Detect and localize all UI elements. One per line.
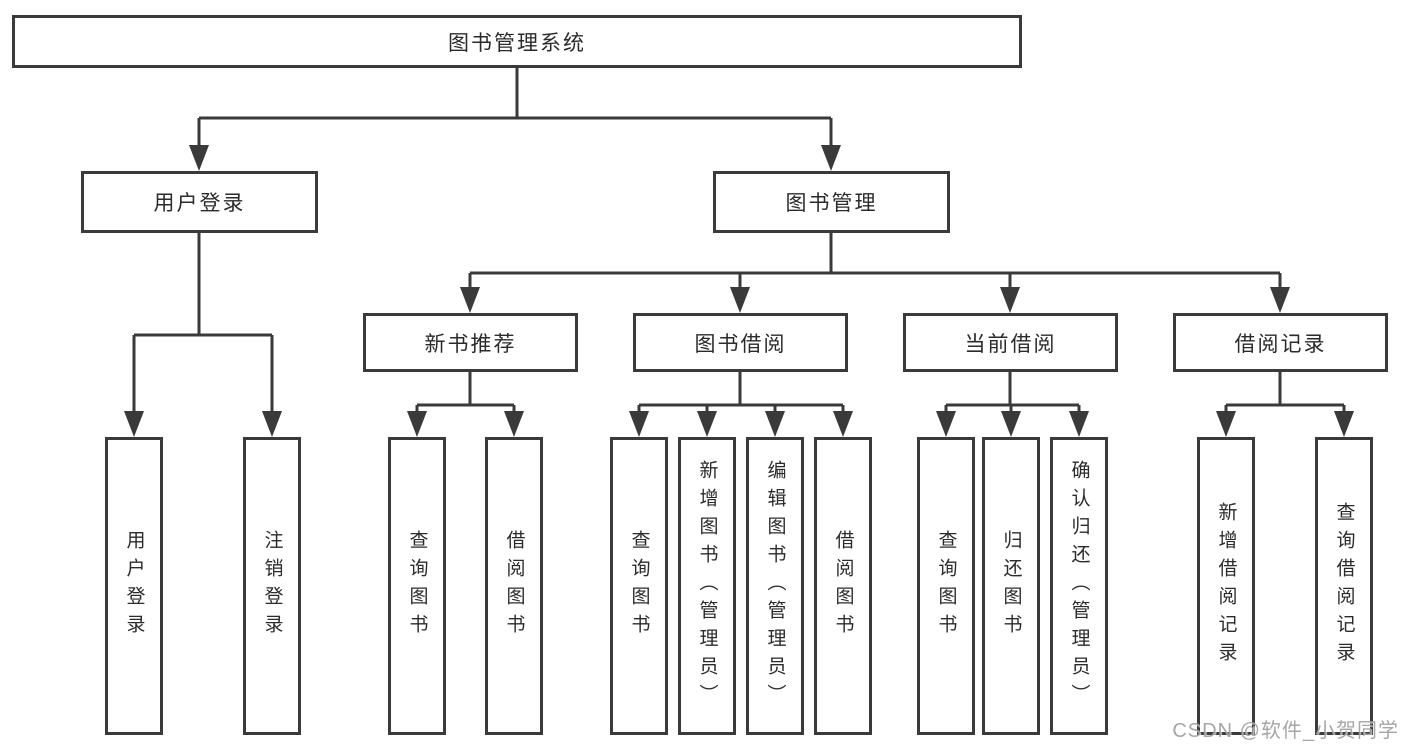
leaf-records-add-record-label: 新增借阅记录 (1215, 502, 1237, 670)
node-library-system: 图书管理系统 (12, 15, 1022, 68)
connector-currentborrow-to-leaves (944, 372, 1081, 419)
leaf-borrow-borrow-books: 借阅图书 (814, 437, 872, 735)
node-new-book-recommend: 新书推荐 (363, 313, 578, 372)
leaf-current-confirm-return-admin-label: 确认归还（管理员） (1068, 460, 1090, 712)
node-book-management: 图书管理 (713, 171, 950, 233)
leaf-borrow-query-books-label: 查询图书 (628, 530, 650, 642)
connector-borrowrecord-to-leaves (1224, 372, 1346, 419)
leaf-records-query-record-label: 查询借阅记录 (1333, 502, 1355, 670)
leaf-current-query-books-label: 查询图书 (935, 530, 957, 642)
leaf-borrow-edit-books-admin: 编辑图书（管理员） (746, 437, 804, 735)
leaf-user-login: 用户登录 (105, 437, 163, 735)
leaf-logout: 注销登录 (243, 437, 301, 735)
leaf-newbook-borrow-books: 借阅图书 (485, 437, 543, 735)
leaf-current-return-books: 归还图书 (982, 437, 1040, 735)
leaf-borrow-edit-books-admin-label: 编辑图书（管理员） (764, 460, 786, 712)
node-user-login-label: 用户登录 (153, 192, 246, 215)
node-user-login: 用户登录 (81, 171, 318, 233)
leaf-borrow-add-books-admin-label: 新增图书（管理员） (696, 460, 718, 712)
node-new-book-recommend-label: 新书推荐 (424, 332, 517, 356)
node-borrowing-records-label: 借阅记录 (1234, 332, 1327, 356)
connector-userlogin-to-leaves (132, 233, 274, 419)
connector-newbook-to-leaves (415, 372, 516, 419)
leaf-borrow-borrow-books-label: 借阅图书 (832, 530, 854, 642)
csdn-watermark: CSDN @软件_小贺同学 (1172, 720, 1399, 742)
leaf-newbook-borrow-books-label: 借阅图书 (503, 530, 525, 642)
node-book-borrowing-label: 图书借阅 (694, 332, 787, 356)
leaf-current-confirm-return-admin: 确认归还（管理员） (1050, 437, 1108, 735)
node-current-borrowing: 当前借阅 (903, 313, 1118, 372)
node-borrowing-records: 借阅记录 (1173, 313, 1388, 372)
leaf-logout-label: 注销登录 (261, 530, 283, 642)
leaf-newbook-query-books: 查询图书 (388, 437, 446, 735)
leaf-records-add-record: 新增借阅记录 (1197, 437, 1255, 735)
connector-bookmgmt-to-level3 (468, 233, 1282, 295)
node-book-management-label: 图书管理 (785, 192, 878, 215)
leaf-records-query-record: 查询借阅记录 (1315, 437, 1373, 735)
leaf-newbook-query-books-label: 查询图书 (406, 530, 428, 642)
node-current-borrowing-label: 当前借阅 (964, 332, 1057, 356)
leaf-borrow-add-books-admin: 新增图书（管理员） (678, 437, 736, 735)
node-library-system-label: 图书管理系统 (448, 31, 586, 55)
node-book-borrowing: 图书借阅 (633, 313, 848, 372)
leaf-borrow-query-books: 查询图书 (610, 437, 668, 735)
leaf-current-return-books-label: 归还图书 (1000, 530, 1022, 642)
connector-root-to-level2 (197, 68, 833, 152)
connector-bookborrow-to-leaves (637, 372, 845, 419)
leaf-current-query-books: 查询图书 (917, 437, 975, 735)
leaf-user-login-label: 用户登录 (123, 530, 145, 642)
